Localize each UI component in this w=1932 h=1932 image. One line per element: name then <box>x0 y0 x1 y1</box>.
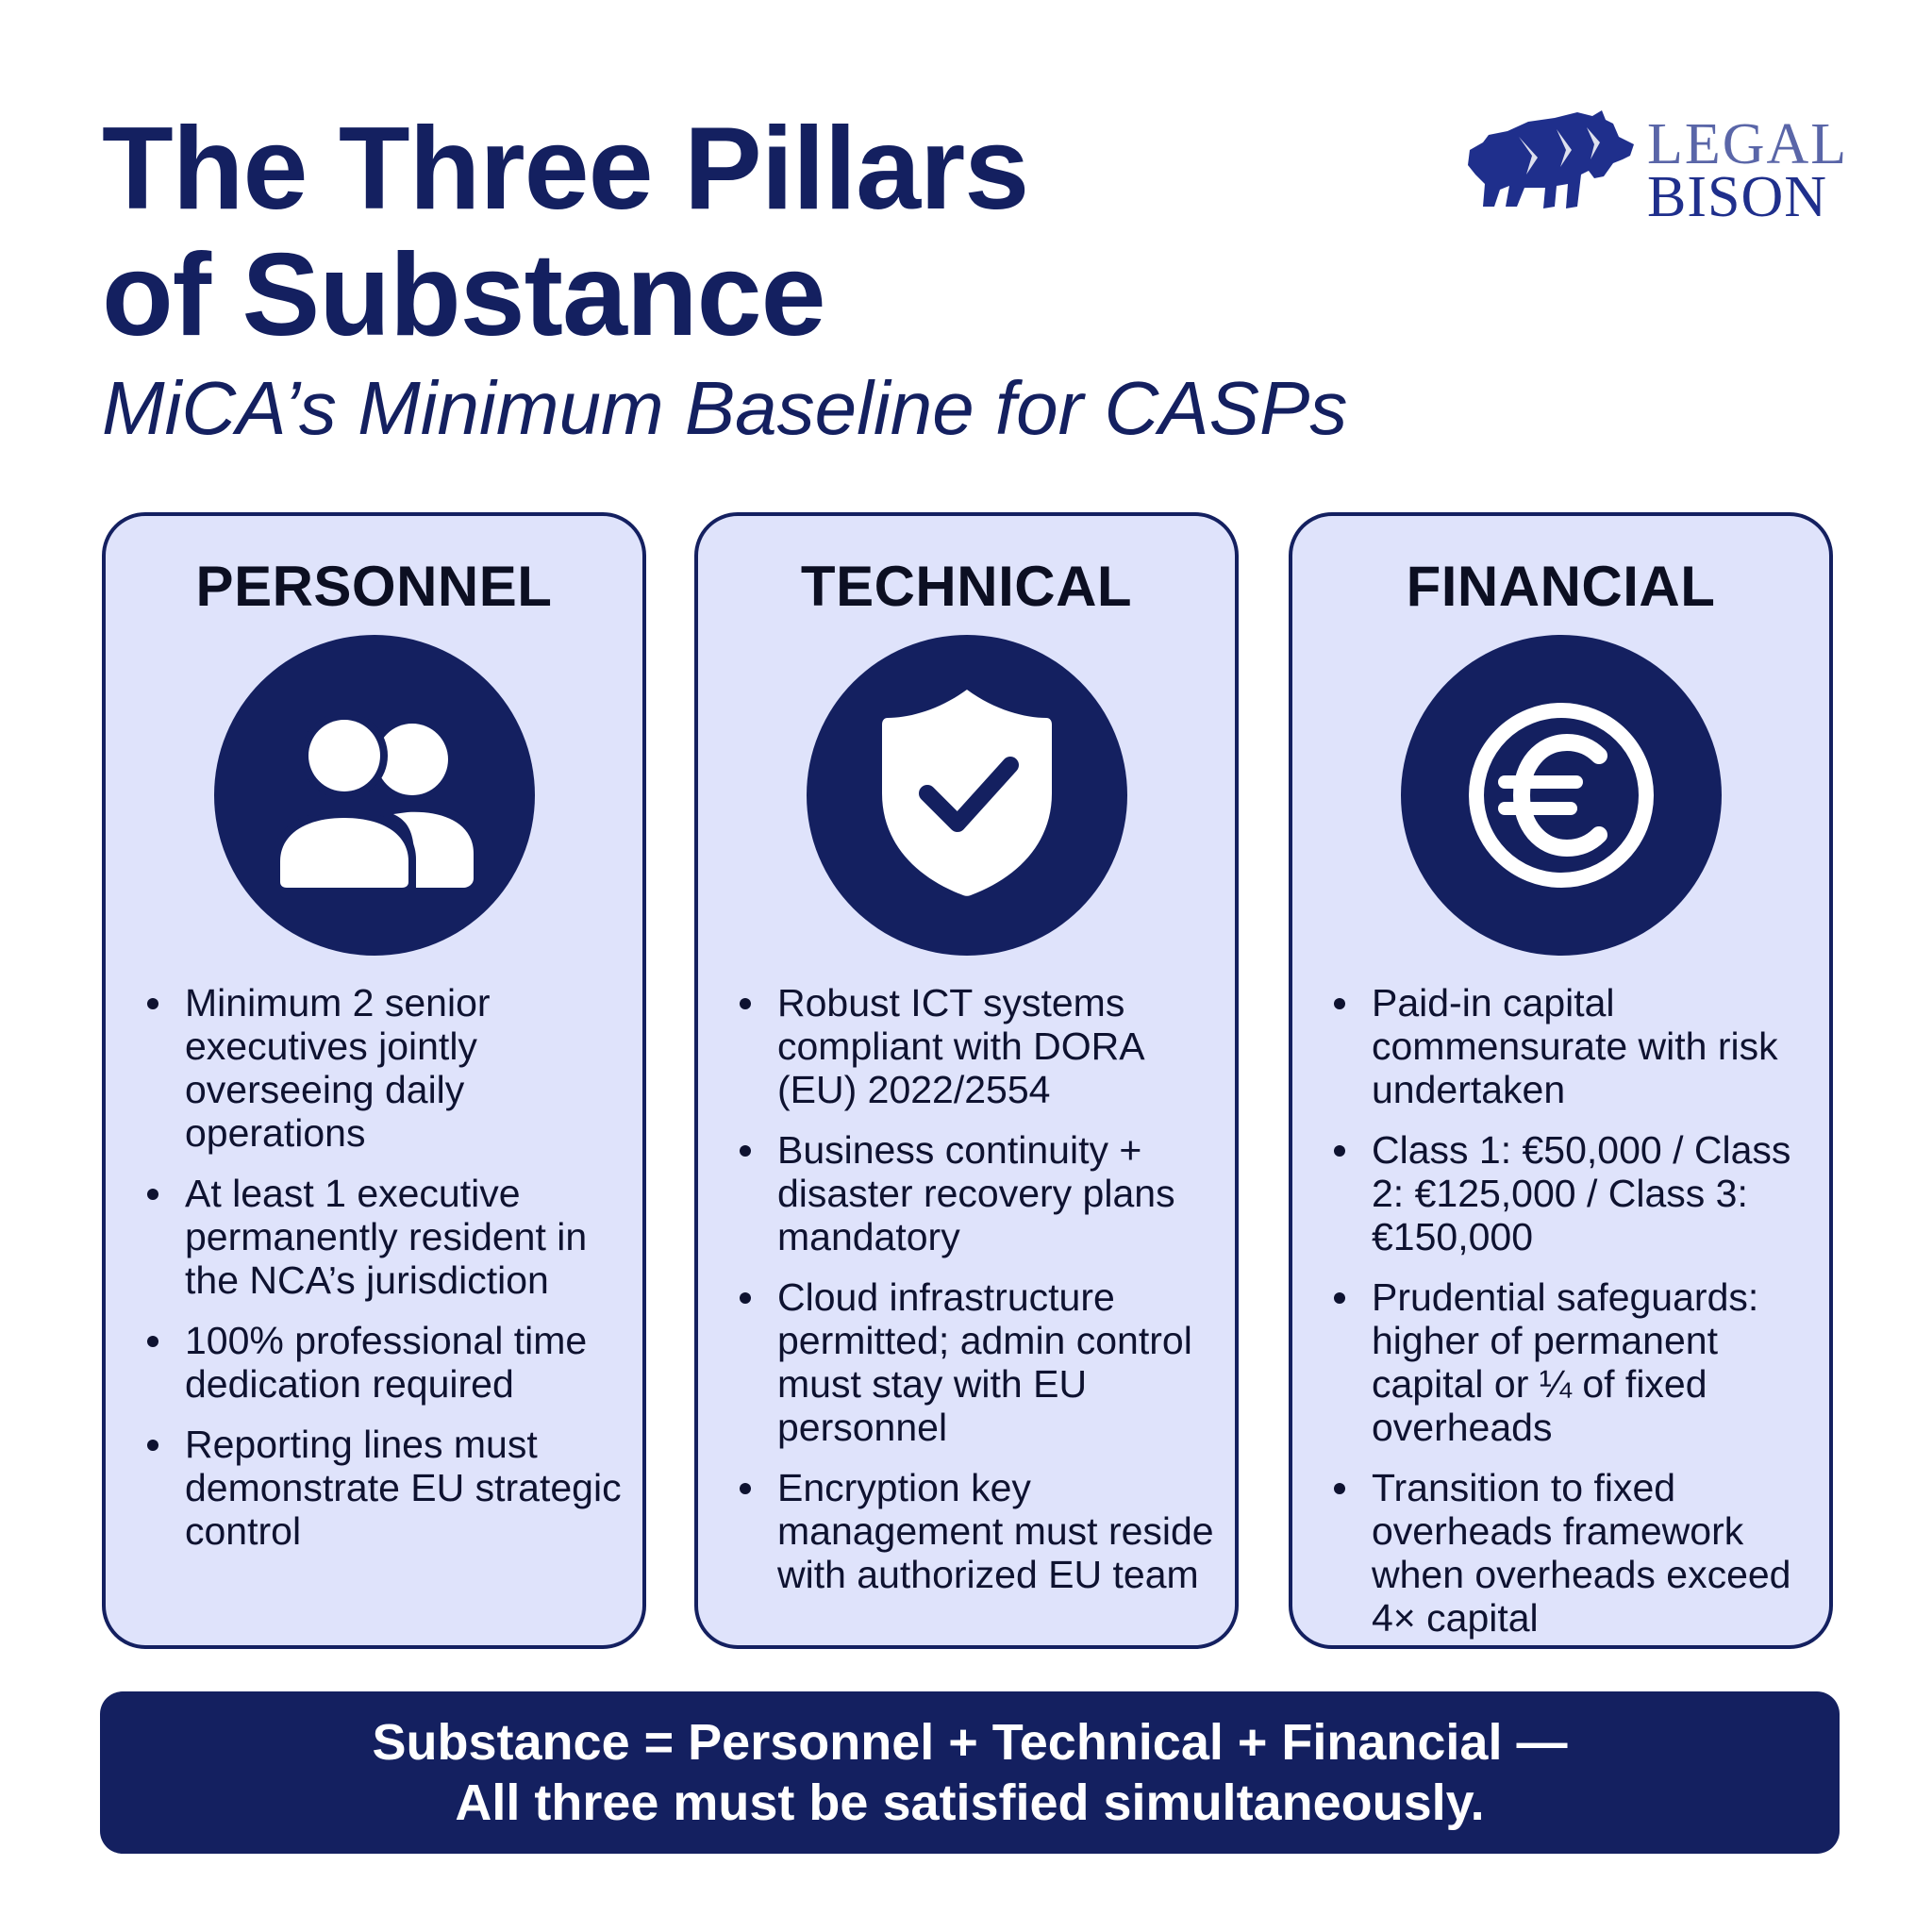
logo-line-1: LEGAL <box>1647 112 1849 176</box>
pillar-bullet-list: Paid-in capital commensurate with risk u… <box>1330 981 1808 1657</box>
list-item: At least 1 executive permanently residen… <box>143 1172 622 1302</box>
list-item: Class 1: €50,000 / Class 2: €125,000 / C… <box>1330 1128 1808 1258</box>
title-line-1: The Three Pillars <box>102 104 1029 234</box>
list-item: Reporting lines must demonstrate EU stra… <box>143 1423 622 1553</box>
pillar-bullet-list: Robust ICT systems compliant with DORA (… <box>736 981 1214 1613</box>
users-icon <box>272 712 474 888</box>
list-item: Encryption key management must reside wi… <box>736 1466 1214 1596</box>
banner-line-2: All three must be satisfied simultaneous… <box>455 1774 1485 1831</box>
list-item: Transition to fixed overheads framework … <box>1330 1466 1808 1640</box>
list-item: Business continuity + disaster recovery … <box>736 1128 1214 1258</box>
pillar-card-technical: TECHNICAL Robust ICT systems compliant w… <box>694 512 1239 1649</box>
list-item: Prudential safeguards: higher of permane… <box>1330 1275 1808 1449</box>
list-item: Cloud infrastructure permitted; admin co… <box>736 1275 1214 1449</box>
pillar-heading: TECHNICAL <box>800 555 1133 618</box>
pillar-icon-circle <box>213 635 535 956</box>
list-item: Minimum 2 senior executives jointly over… <box>143 981 622 1155</box>
pillar-heading: PERSONNEL <box>195 555 553 618</box>
pillar-bullet-list: Minimum 2 senior executives jointly over… <box>143 981 622 1570</box>
pillar-icon-circle <box>1400 635 1722 956</box>
shield-check-icon <box>881 690 1052 896</box>
page-title: The Three Pillars of Substance <box>102 106 1328 358</box>
logo-line-2: BISON <box>1647 165 1828 229</box>
title-line-2: of Substance <box>102 230 826 360</box>
logo-wordmark: LEGAL BISON <box>1647 112 1855 229</box>
banner-line-1: Substance = Personnel + Technical + Fina… <box>372 1714 1568 1771</box>
pillar-heading: FINANCIAL <box>1406 555 1716 618</box>
list-item: Robust ICT systems compliant with DORA (… <box>736 981 1214 1111</box>
list-item: Paid-in capital commensurate with risk u… <box>1330 981 1808 1111</box>
pillar-card-financial: FINANCIAL Paid-in capital commensurate w… <box>1289 512 1833 1649</box>
summary-banner: Substance = Personnel + Technical + Fina… <box>100 1691 1840 1854</box>
pillar-card-personnel: PERSONNEL Minimum 2 senior executives jo… <box>102 512 646 1649</box>
page-subtitle: MiCA’s Minimum Baseline for CASPs <box>102 366 1348 450</box>
bison-icon <box>1468 110 1634 208</box>
legal-bison-logo: LEGAL BISON <box>1462 108 1849 226</box>
pillar-icon-circle <box>806 635 1127 956</box>
euro-icon <box>1468 703 1654 888</box>
list-item: 100% professional time dedication requir… <box>143 1319 622 1406</box>
